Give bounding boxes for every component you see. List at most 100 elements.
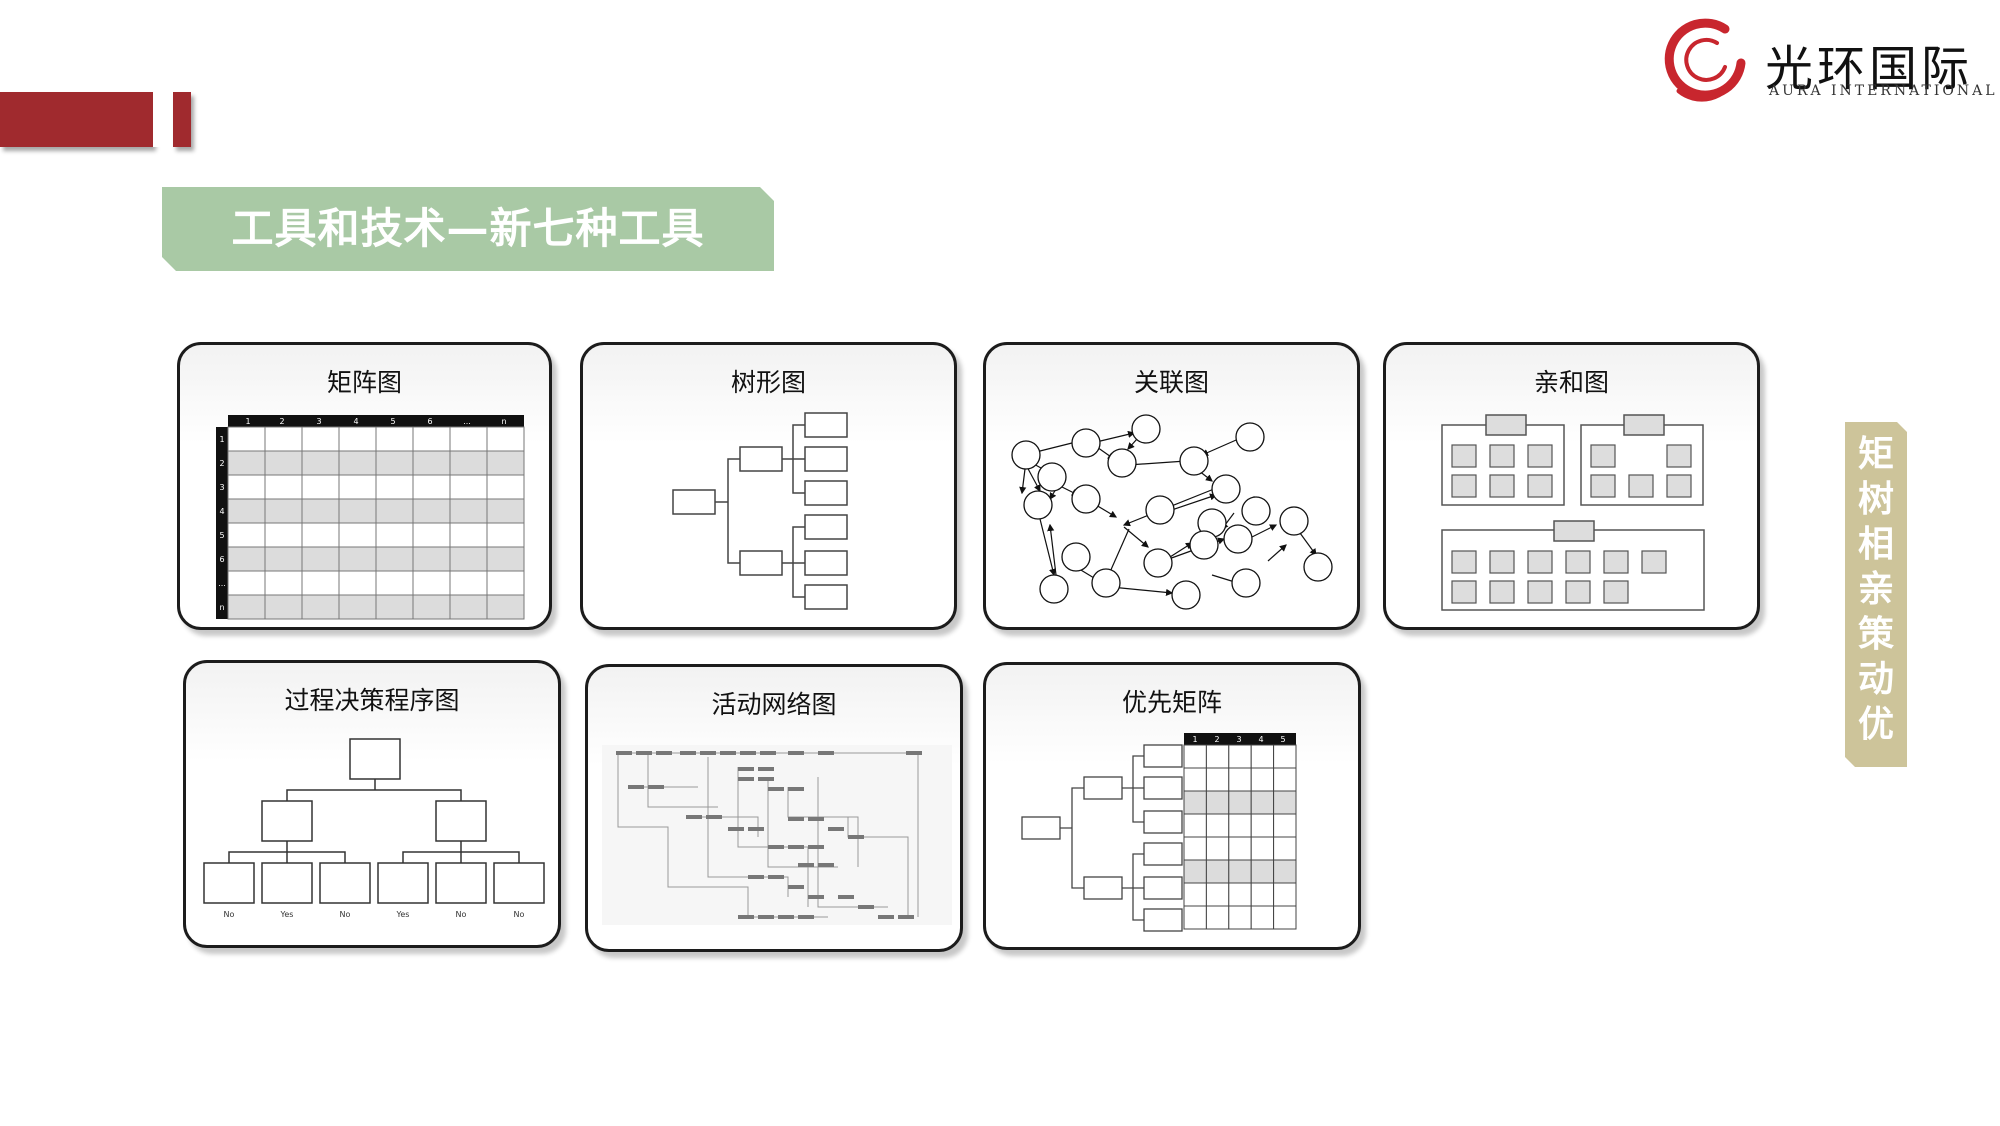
side-tab-char: 动 [1857,659,1894,700]
card-title: 关联图 [1133,368,1209,397]
pdpc-leaf-label: Yes [280,910,294,919]
pdpc-leaf-label: No [456,910,467,919]
priority-cell [1273,813,1297,838]
matrix-cell [449,498,488,524]
matrix-col-label: 2 [279,417,284,426]
matrix-cell [264,522,303,548]
matrix-cell [227,426,266,452]
matrix-row-label: 2 [219,459,224,468]
network-activity-node [848,835,864,839]
matrix-row-label: 3 [219,483,224,492]
card-affinity-diagram: 亲和图 [1383,342,1760,630]
matrix-cell [264,546,303,572]
priority-cell [1273,882,1297,907]
matrix-cell [375,450,414,476]
priority-cell [1273,744,1297,769]
affinity-note [1565,580,1591,604]
network-activity-node [740,751,756,755]
network-activity-node [788,845,804,849]
priority-cell [1228,905,1252,930]
priority-cell [1250,836,1275,861]
accent-bar-small [173,92,191,147]
affinity-note [1666,474,1692,498]
network-activity-node [838,895,854,899]
matrix-col-label: 5 [390,417,395,426]
affinity-note [1527,550,1553,574]
side-tab-char: 相 [1857,524,1894,565]
matrix-col-label: ... [463,417,471,426]
activity-network-diagram-icon [602,745,952,925]
matrix-cell [301,570,340,596]
matrix-cell [375,498,414,524]
matrix-cell [338,570,377,596]
network-activity-node [898,915,914,919]
matrix-cell [338,546,377,572]
priority-cell [1273,905,1297,930]
matrix-cell [375,570,414,596]
side-tab-char: 矩 [1857,434,1894,475]
priority-cell [1205,767,1230,792]
matrix-col-label: 1 [245,417,250,426]
interrelationship-diagram-icon [1011,414,1333,610]
matrix-cell [301,498,340,524]
matrix-cell [375,522,414,548]
network-activity-node [738,767,754,771]
network-activity-node [906,751,922,755]
network-activity-node [768,875,784,879]
matrix-cell [227,474,266,500]
tree-diagram-icon [672,412,848,610]
affinity-note [1527,474,1553,498]
priority-col-label: 3 [1236,735,1241,744]
card-matrix-diagram: 矩阵图 1 2 3 4 5 6 ... n 1 2 3 4 5 6 ... n [177,342,552,630]
affinity-note [1489,444,1515,468]
priority-cell [1205,882,1230,907]
priority-col-label: 1 [1192,735,1197,744]
matrix-cell [486,546,525,572]
network-activity-node [738,915,754,919]
network-activity-node [858,905,874,909]
network-activity-node [798,863,814,867]
matrix-cell [301,474,340,500]
priority-col-label: 5 [1280,735,1285,744]
priority-cell [1273,859,1297,884]
affinity-note [1603,550,1629,574]
priority-cell [1183,859,1207,884]
network-activity-node [728,827,744,831]
matrix-cell [227,594,266,620]
side-tab-char: 策 [1857,614,1894,655]
affinity-note [1666,444,1692,468]
affinity-note [1565,550,1591,574]
affinity-diagram-icon [1441,414,1705,611]
network-activity-node [706,815,722,819]
card-title: 亲和图 [1533,368,1609,397]
matrix-cell [227,570,266,596]
network-activity-node [656,751,672,755]
matrix-cell [375,474,414,500]
matrix-cell [449,450,488,476]
network-activity-node [616,751,632,755]
priority-cell [1205,905,1230,930]
matrix-cell [412,450,451,476]
matrix-cell [301,594,340,620]
priority-cell [1205,790,1230,815]
affinity-note [1527,444,1553,468]
matrix-row-label: 5 [219,531,224,540]
pdpc-leaf-label: Yes [396,910,410,919]
matrix-cell [449,522,488,548]
affinity-note [1590,444,1616,468]
logo-english-name: AURA INTERNATIONAL [1769,83,1998,99]
network-activity-node [628,785,644,789]
matrix-row-label: 6 [219,555,224,564]
network-activity-node [748,875,764,879]
matrix-cell [264,594,303,620]
side-tab[interactable] [1845,422,1907,767]
logo-ring-icon [1664,18,1746,102]
matrix-cell [338,498,377,524]
affinity-note [1451,550,1477,574]
matrix-cell [412,522,451,548]
matrix-row-label: 4 [219,507,224,516]
matrix-cell [264,426,303,452]
matrix-cell [412,546,451,572]
pdpc-diagram-icon: No Yes No Yes No No [203,738,545,919]
network-activity-node [758,777,774,781]
